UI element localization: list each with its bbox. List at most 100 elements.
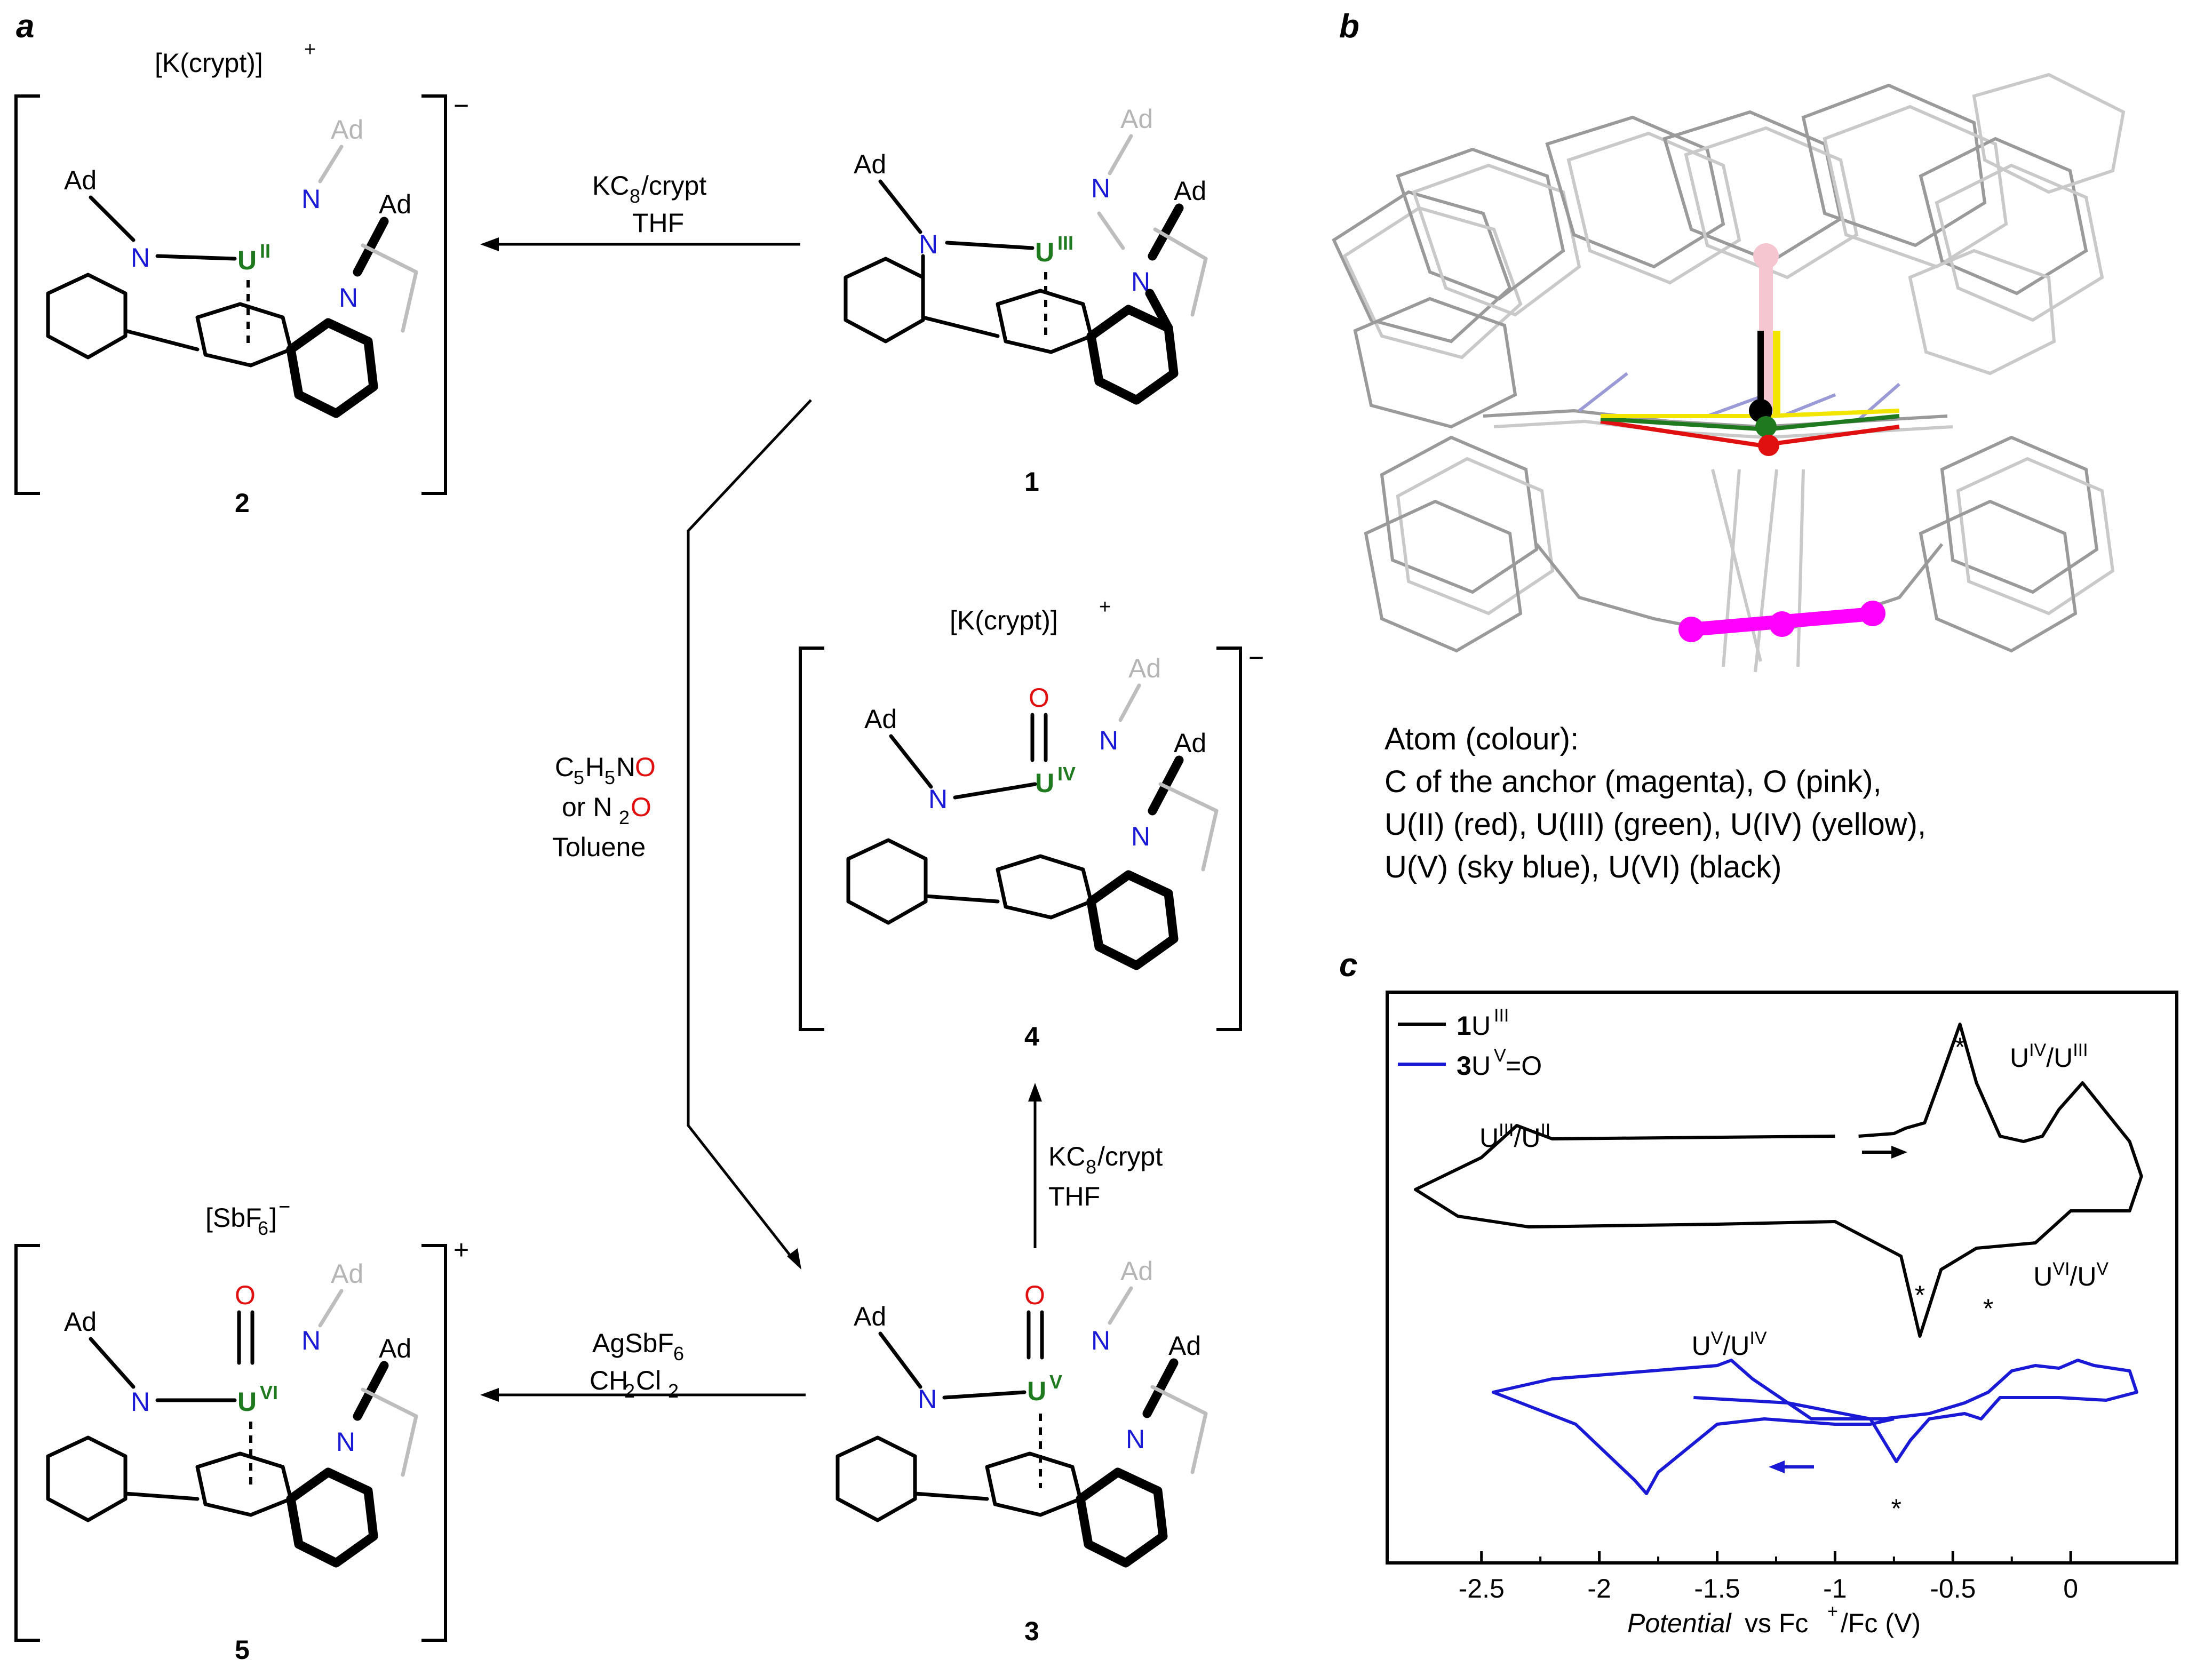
compound-3-structure: Ad N O U V Ad N Ad N [836,1256,1208,1568]
peak-assignment-label: UVI/UV [2033,1259,2108,1291]
compound-2-cation-plus: + [304,38,316,61]
svg-text:/crypt: /crypt [1097,1142,1163,1171]
x-tick-label: -1 [1823,1574,1847,1603]
svg-text:8: 8 [630,185,640,207]
svg-text:V: V [1494,1046,1506,1066]
x-axis-title: Potential vs Fc + /Fc (V) [1627,1601,1921,1638]
svg-text:−: − [279,1196,290,1218]
svg-text:1: 1 [1457,1011,1471,1041]
svg-text:N: N [1091,1326,1110,1355]
peak-star-marker: * [1955,1032,1965,1062]
svg-text:/Fc (V): /Fc (V) [1841,1608,1921,1638]
svg-text:Ad: Ad [1174,728,1206,758]
chart-frame [1386,991,2178,1565]
svg-text:Ad: Ad [331,1259,363,1289]
compound-2-brackets [14,94,447,495]
svg-text:[SbF: [SbF [205,1203,262,1233]
svg-text:U(II) (red), U(III) (green), U: U(II) (red), U(III) (green), U(IV) (yell… [1385,807,1926,842]
svg-text:CH: CH [590,1366,628,1395]
svg-text:N: N [928,784,948,814]
svg-text:O: O [1024,1280,1045,1310]
series-line-2 [1491,1359,2138,1495]
svg-text:N: N [919,229,938,259]
arrow-1-to-3: C 5 H 5 N O or N 2 O Toluene [552,399,812,1270]
svg-text:N: N [1099,725,1118,755]
svg-text:V: V [1049,1371,1062,1393]
svg-text:N: N [336,1427,355,1457]
svg-text:N: N [1131,821,1150,851]
svg-text:Potential: Potential [1627,1608,1732,1638]
svg-text:3: 3 [1457,1051,1471,1081]
svg-text:Ad: Ad [854,1302,886,1331]
svg-text:Atom (colour):: Atom (colour): [1385,722,1579,756]
compound-2-cation: [K(crypt)] [155,48,263,78]
svg-text:N: N [918,1384,937,1414]
svg-text:N: N [616,752,635,782]
svg-text:U: U [237,245,257,275]
svg-text:Ad: Ad [379,1334,411,1363]
peak-star-marker: * [1915,1280,1925,1310]
peak-assignment-label: UIV/UIII [2010,1040,2088,1073]
compound-5-anion: [SbF 6 ] − [205,1196,290,1239]
svg-text:N: N [301,184,321,214]
svg-text:AgSbF: AgSbF [592,1328,674,1358]
svg-text:Ad: Ad [1168,1331,1201,1361]
x-tick-label: 0 [2063,1574,2078,1603]
svg-text:6: 6 [258,1217,268,1239]
svg-text:6: 6 [673,1343,684,1364]
cv-series [1414,1023,2143,1495]
svg-text:N: N [131,1387,150,1417]
arrow-1-to-3-reagents: C 5 H 5 N O or N 2 O Toluene [552,752,656,862]
svg-text:Ad: Ad [1120,1256,1153,1286]
svg-text:Ad: Ad [331,115,363,145]
svg-text:]: ] [269,1203,277,1233]
svg-text:Cl: Cl [636,1366,661,1395]
svg-text:2: 2 [624,1380,635,1402]
svg-text:O: O [235,1280,256,1310]
compound-4-cation-plus: + [1099,596,1111,618]
compound-5-brackets [14,1244,447,1642]
svg-text:N: N [301,1326,321,1355]
svg-text:C of the anchor (magenta), O (: C of the anchor (magenta), O (pink), [1385,764,1882,799]
svg-text:U: U [1035,237,1054,267]
svg-text:Ad: Ad [379,189,411,219]
svg-text:IV: IV [1057,763,1076,785]
compound-4-brackets [799,647,1242,1031]
x-tick-label: -1.5 [1694,1574,1740,1603]
x-tick-label: -2 [1587,1574,1611,1603]
peak-assignment-label: UIII/UII [1479,1120,1550,1153]
svg-text:O: O [635,752,656,782]
panel-letter-b: b [1339,8,1359,45]
peak-star-marker: * [1983,1294,1993,1323]
svg-text:Ad: Ad [864,704,897,734]
svg-text:Ad: Ad [64,1307,97,1337]
svg-text:N: N [1126,1424,1145,1454]
svg-text:Toluene: Toluene [552,832,646,862]
structure-legend: Atom (colour): C of the anchor (magenta)… [1385,722,1926,884]
svg-text:VI: VI [260,1382,278,1403]
compound-4-cation: [K(crypt)] [950,605,1058,635]
svg-text:5: 5 [604,767,615,788]
compound-label-3: 3 [1024,1616,1039,1646]
compound-4-minus: − [1248,643,1264,673]
svg-text:C: C [555,752,574,782]
svg-text:8: 8 [1086,1156,1096,1178]
compound-2-minus: − [453,91,469,121]
svg-text:U: U [1471,1011,1491,1041]
compound-5-structure: Ad N O U VI Ad N Ad N [46,1259,418,1568]
peak-star-marker: * [1891,1494,1901,1523]
peak-assignment-label: UV/UIV [1692,1328,1767,1361]
x-tick-label: -0.5 [1930,1574,1976,1603]
panel-letter-a: a [16,8,34,45]
arrow-1-to-2: KC 8 /crypt THF [480,171,800,251]
svg-text:KC: KC [592,171,629,201]
svg-text:U: U [1471,1051,1491,1081]
arrow-3-to-5: AgSbF 6 CH 2 Cl 2 [480,1328,806,1402]
svg-text:2: 2 [668,1380,679,1402]
svg-text:H: H [585,752,604,782]
compound-label-4: 4 [1024,1021,1039,1051]
svg-text:or N: or N [562,792,612,822]
overlay-structure [1332,73,2126,673]
